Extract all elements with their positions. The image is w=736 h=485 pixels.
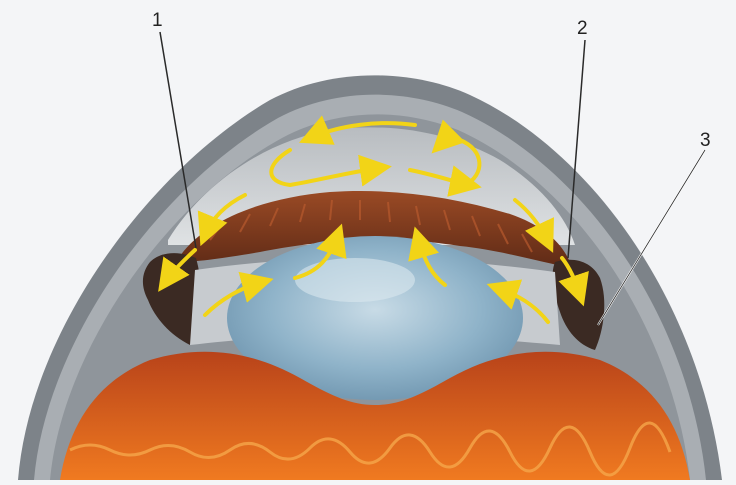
lens-highlight bbox=[295, 258, 415, 302]
callout-label-1: 1 bbox=[152, 10, 163, 31]
callout-label-2: 2 bbox=[577, 18, 588, 39]
callout-label-3: 3 bbox=[700, 130, 711, 151]
